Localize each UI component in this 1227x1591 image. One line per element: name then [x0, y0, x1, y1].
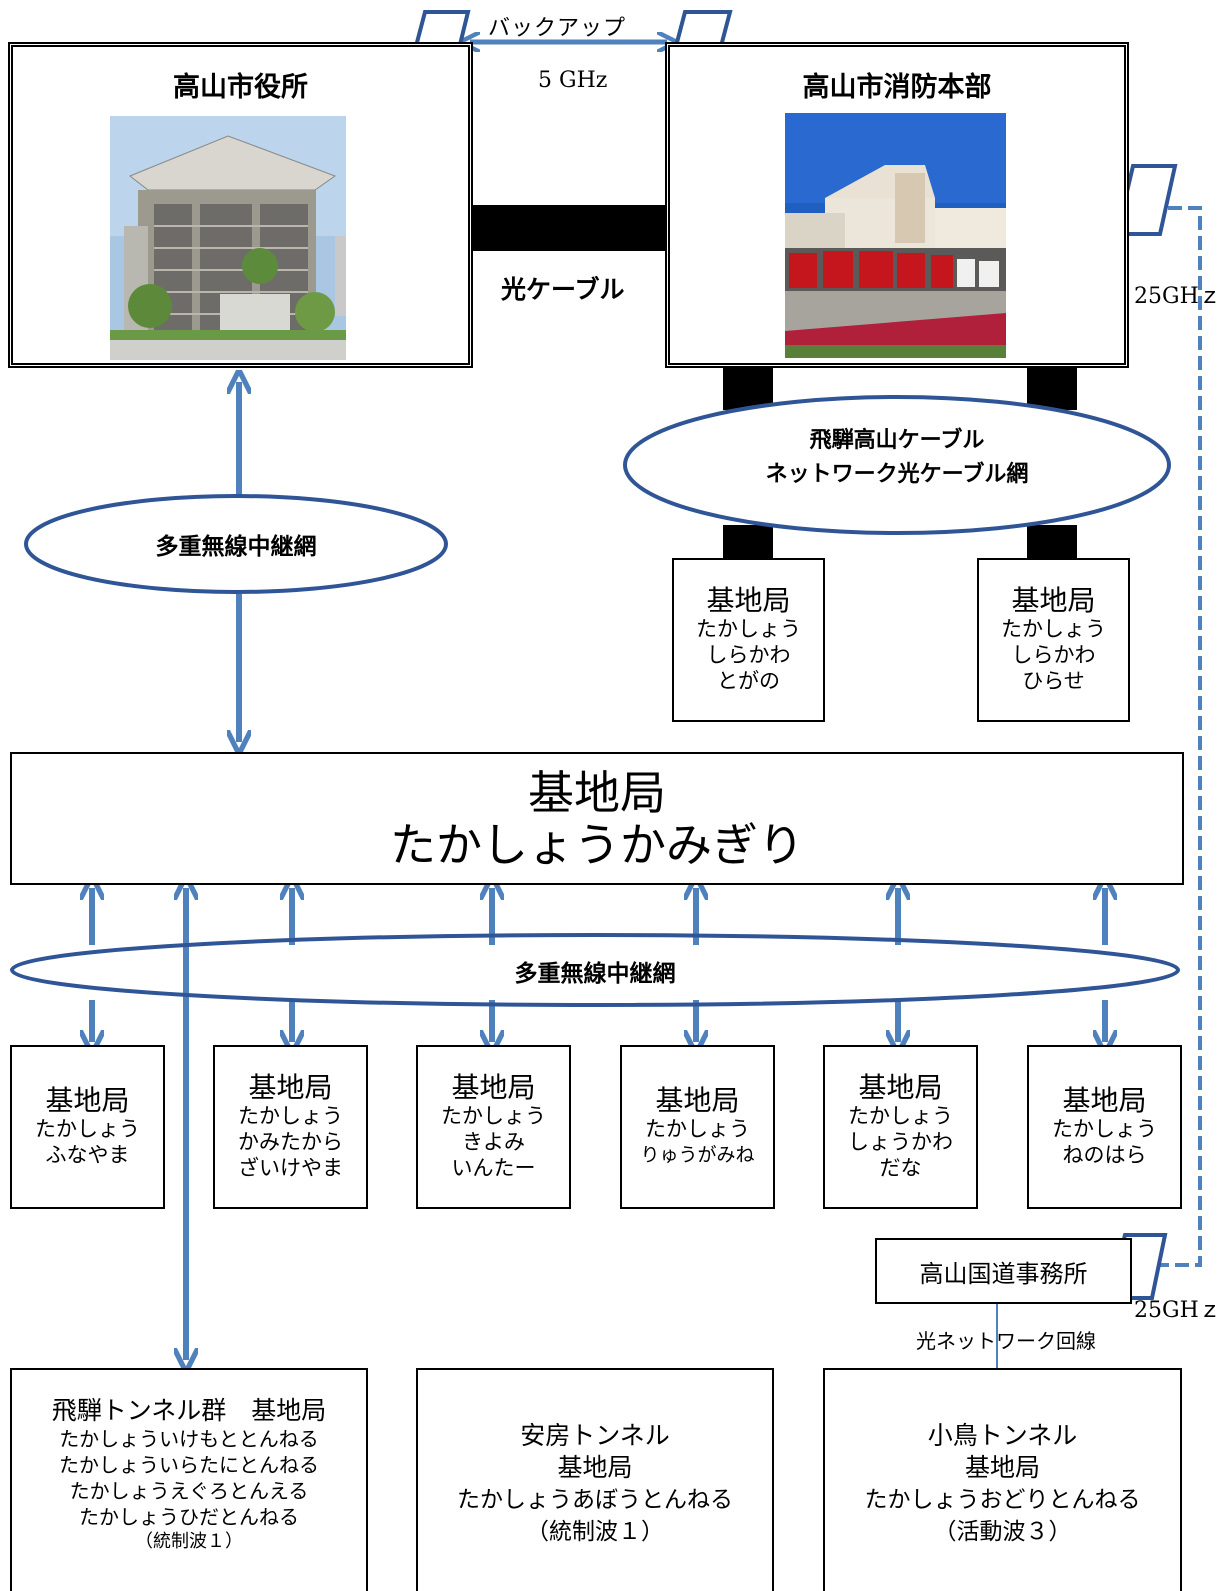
station-title: 基地局 [451, 1071, 536, 1104]
station-title: 基地局 [1062, 1084, 1147, 1117]
odori-tunnel-station: 小鳥トンネル 基地局 たかしょうおどりとんねる （活動波３） [823, 1368, 1182, 1591]
fire-hq-photo [785, 113, 1006, 358]
station-line: ざいけやま [238, 1156, 343, 1180]
tunnel-line: たかしょういらたにとんねる [59, 1453, 319, 1477]
base-station-funayama: 基地局 たかしょう ふなやま [10, 1045, 165, 1209]
station-title: 基地局 [858, 1071, 943, 1104]
optical-network-line-label: 光ネットワーク回線 [916, 1329, 1096, 1353]
tunnel-title: 飛騨トンネル群 基地局 [51, 1396, 327, 1425]
tunnel-line: （活動波３） [933, 1519, 1072, 1545]
tunnel-line: たかしょうひだとんねる [79, 1505, 299, 1529]
fiber-cable-label: 光ケーブル [501, 275, 625, 304]
station-line: たかしょう [848, 1104, 953, 1128]
cable-connector [1027, 525, 1077, 560]
station-line: しらかわ [706, 643, 791, 667]
tunnel-line: 基地局 [557, 1453, 633, 1482]
hida-cable-label-line1: 飛騨高山ケーブル [809, 428, 985, 453]
tunnel-line: たかしょうあぼうとんねる [457, 1487, 733, 1513]
backup-label: バックアップ [488, 16, 627, 41]
multiplex-network-label-upper: 多重無線中継網 [155, 534, 317, 560]
tunnel-line: （統制波１） [135, 1531, 243, 1552]
tunnel-line: たかしょうえぐろとんえる [69, 1479, 309, 1503]
takayama-road-office: 高山国道事務所 [875, 1238, 1132, 1304]
base-station-zaikeyama: 基地局 たかしょう かみたから ざいけやま [213, 1045, 368, 1209]
tunnel-line: たかしょうおどりとんねる [864, 1487, 1141, 1513]
tunnel-line: たかしょういけもととんねる [59, 1427, 319, 1451]
station-line: きよみ [462, 1130, 525, 1154]
station-line: たかしょう [1052, 1117, 1157, 1141]
main-station-name: たかしょうかみぎり [390, 817, 804, 872]
frequency-25ghz-bottom: 25GHｚ [1134, 1298, 1221, 1323]
abo-tunnel-station: 安房トンネル 基地局 たかしょうあぼうとんねる （統制波１） [416, 1368, 774, 1591]
station-title: 基地局 [706, 584, 791, 617]
station-line: りゅうがみね [640, 1144, 755, 1166]
station-line: だな [879, 1156, 922, 1180]
cable-connector [723, 365, 773, 410]
hida-tunnel-group-station: 飛騨トンネル群 基地局 たかしょういけもととんねる たかしょういらたにとんねる … [10, 1368, 368, 1591]
station-line: たかしょう [1001, 617, 1106, 641]
station-title: 基地局 [655, 1084, 740, 1117]
city-hall-photo [110, 116, 346, 360]
tunnel-line: 基地局 [964, 1453, 1040, 1482]
hida-cable-network-ellipse [623, 395, 1171, 535]
fiber-cable-bar [466, 205, 674, 251]
station-line: ひらせ [1022, 669, 1085, 693]
base-station-kiyomi: 基地局 たかしょう きよみ いんたー [416, 1045, 571, 1209]
main-base-station: 基地局 たかしょうかみぎり [10, 752, 1184, 885]
station-line: たかしょう [441, 1104, 546, 1128]
base-station-ryugamine: 基地局 たかしょう りゅうがみね [620, 1045, 775, 1209]
base-station-hirase: 基地局 たかしょう しらかわ ひらせ [977, 558, 1130, 722]
hida-cable-label-line2: ネットワーク光ケーブル網 [765, 462, 1029, 487]
tunnel-title: 小鳥トンネル [927, 1421, 1078, 1450]
station-line: たかしょう [645, 1117, 750, 1141]
cable-connector [1027, 365, 1077, 410]
tunnel-line: （統制波１） [526, 1519, 664, 1545]
tunnel-title: 安房トンネル [520, 1421, 670, 1450]
station-title: 基地局 [1011, 584, 1096, 617]
station-line: たかしょう [238, 1104, 343, 1128]
main-station-title: 基地局 [528, 765, 666, 820]
station-line: とがの [717, 669, 780, 693]
station-title: 基地局 [45, 1084, 130, 1117]
frequency-25ghz-top: 25GHｚ [1134, 284, 1221, 309]
multiplex-network-ellipse-lower [10, 933, 1180, 1007]
station-line: たかしょう [696, 617, 801, 641]
base-station-shokawadana: 基地局 たかしょう しょうかわ だな [823, 1045, 978, 1209]
microwave-25ghz-dashed-link [1154, 206, 1202, 1267]
station-line: かみたから [238, 1130, 343, 1154]
base-station-nenohara: 基地局 たかしょう ねのはら [1027, 1045, 1182, 1209]
multiplex-network-label-lower: 多重無線中継網 [514, 961, 676, 987]
multiplex-network-ellipse-upper [24, 494, 448, 594]
backup-frequency: 5 GHz [538, 68, 608, 93]
station-line: しょうかわ [848, 1130, 953, 1154]
station-line: ねのはら [1062, 1143, 1147, 1167]
station-line: いんたー [451, 1156, 536, 1180]
station-line: たかしょう [35, 1117, 140, 1141]
station-line: しらかわ [1011, 643, 1096, 667]
station-line: ふなやま [45, 1143, 130, 1167]
hida-cable-network-label: 飛騨高山ケーブル ネットワーク光ケーブル網 [625, 424, 1169, 492]
city-hall-title: 高山市役所 [173, 72, 308, 103]
fire-hq-title: 高山市消防本部 [802, 72, 992, 103]
station-title: 基地局 [248, 1071, 333, 1104]
base-station-togano: 基地局 たかしょう しらかわ とがの [672, 558, 825, 722]
cable-connector [723, 525, 773, 560]
